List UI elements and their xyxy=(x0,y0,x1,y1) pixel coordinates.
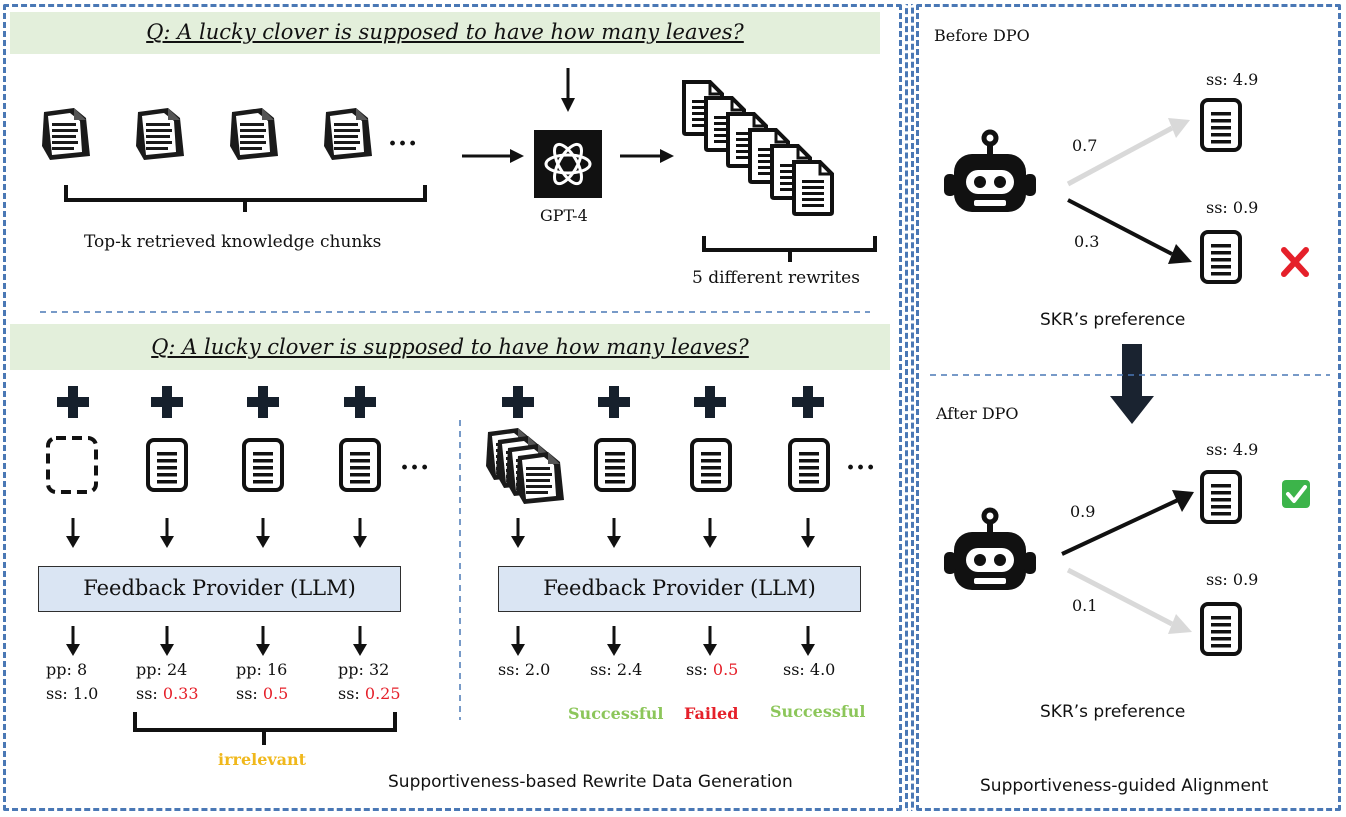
ss-bottom-after: ss: 0.9 xyxy=(1206,570,1259,589)
ss-value: ss: 2.4 xyxy=(590,660,643,679)
left-docs-ellipsis: ... xyxy=(400,446,431,476)
rewrites-label: 5 different rewrites xyxy=(692,268,860,288)
before-dpo-label: Before DPO xyxy=(934,26,1030,45)
feedback-provider-left: Feedback Provider (LLM) xyxy=(38,566,401,612)
chunk-icon-3 xyxy=(230,108,278,160)
pp-value: pp: 8 xyxy=(46,660,88,679)
prob-top-after: 0.9 xyxy=(1070,502,1096,521)
chunk-icon-2 xyxy=(136,108,184,160)
ss-top-before: ss: 4.9 xyxy=(1206,70,1259,89)
status-successful: Successful xyxy=(568,704,664,723)
status-failed: Failed xyxy=(684,704,739,723)
chunks-ellipsis: ... xyxy=(388,122,419,152)
chunk-icon-4 xyxy=(324,108,372,160)
right-docs-ellipsis: ... xyxy=(846,446,877,476)
irrelevant-label: irrelevant xyxy=(218,750,307,769)
question-banner-bottom: Q: A lucky clover is supposed to have ho… xyxy=(10,324,890,370)
cross-icon xyxy=(1281,247,1309,277)
section-title-right: Supportiveness-guided Alignment xyxy=(980,776,1269,796)
gpt4-logo-icon xyxy=(534,130,602,198)
pp-value: pp: 32 xyxy=(338,660,390,679)
ss-value: ss: 1.0 xyxy=(46,684,99,703)
preference-label-after: SKR’s preference xyxy=(1040,702,1186,722)
section-title-left: Supportiveness-based Rewrite Data Genera… xyxy=(388,772,793,792)
robot-icon-after xyxy=(944,510,1036,590)
ss-value: ss: 4.0 xyxy=(783,660,836,679)
left-panel-frame xyxy=(3,4,902,811)
chunks-label: Top-k retrieved knowledge chunks xyxy=(84,232,382,252)
ss-value: ss: 2.0 xyxy=(498,660,551,679)
ss-value: ss: 0.5 xyxy=(686,660,739,679)
chunk-icon-1 xyxy=(42,108,90,160)
pp-value: pp: 24 xyxy=(136,660,188,679)
pp-value: pp: 16 xyxy=(236,660,288,679)
preference-label-before: SKR’s preference xyxy=(1040,310,1186,330)
question-banner-top: Q: A lucky clover is supposed to have ho… xyxy=(10,12,880,54)
ss-value: ss: 0.33 xyxy=(136,684,199,703)
ss-bottom-before: ss: 0.9 xyxy=(1206,198,1259,217)
outer-frame-divider xyxy=(905,4,914,811)
feedback-provider-right: Feedback Provider (LLM) xyxy=(498,566,861,612)
ss-value: ss: 0.5 xyxy=(236,684,289,703)
status-successful: Successful xyxy=(770,702,866,721)
prob-bottom-before: 0.3 xyxy=(1074,232,1100,251)
prob-bottom-after: 0.1 xyxy=(1072,596,1098,615)
after-dpo-label: After DPO xyxy=(936,404,1019,423)
ss-value: ss: 0.25 xyxy=(338,684,401,703)
check-icon xyxy=(1282,480,1310,508)
ss-top-after: ss: 4.9 xyxy=(1206,440,1259,459)
prob-top-before: 0.7 xyxy=(1072,136,1098,155)
gpt4-label: GPT-4 xyxy=(540,206,588,225)
robot-icon-before xyxy=(944,132,1036,212)
right-panel-frame xyxy=(916,4,1341,811)
